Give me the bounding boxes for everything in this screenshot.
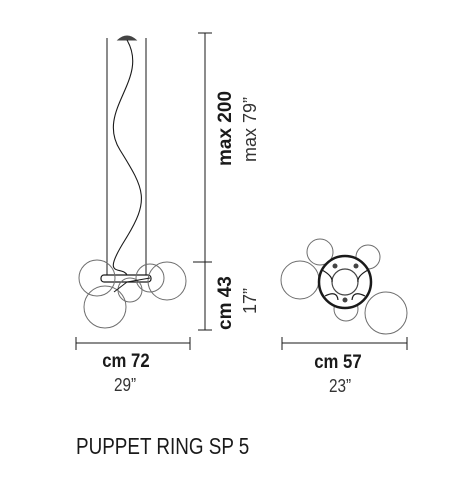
body-height-metric: cm 43 (215, 276, 236, 330)
body-height-imperial: 17” (240, 287, 260, 314)
cable-clamp (332, 263, 338, 269)
width-dimension-line (75, 337, 191, 350)
product-title: PUPPET RING SP 5 (76, 433, 250, 459)
globe (280, 260, 320, 300)
width-metric: cm 72 (102, 351, 150, 372)
globe (147, 261, 187, 301)
depth-metric: cm 57 (314, 352, 362, 373)
height-max-metric: max 200 (215, 90, 236, 166)
globe (78, 259, 116, 297)
height-max-imperial: max 79” (240, 96, 260, 162)
globe-stem (113, 281, 128, 293)
ceiling-canopy (116, 35, 138, 41)
depth-dimension-line (281, 337, 408, 350)
electric-cord (112, 39, 142, 276)
side-view (78, 35, 187, 329)
ring-arms (321, 269, 369, 301)
ring (317, 254, 373, 310)
globe (83, 285, 127, 329)
cable-clamp (342, 297, 348, 303)
cable-clamp (353, 263, 359, 269)
height-dimension-lines (193, 32, 212, 331)
globe (306, 238, 334, 266)
globe (364, 291, 408, 335)
width-imperial: 29” (113, 375, 137, 395)
globe (135, 263, 165, 293)
top-view (280, 238, 408, 335)
globe-stem (126, 277, 151, 283)
depth-imperial: 23” (328, 376, 352, 396)
